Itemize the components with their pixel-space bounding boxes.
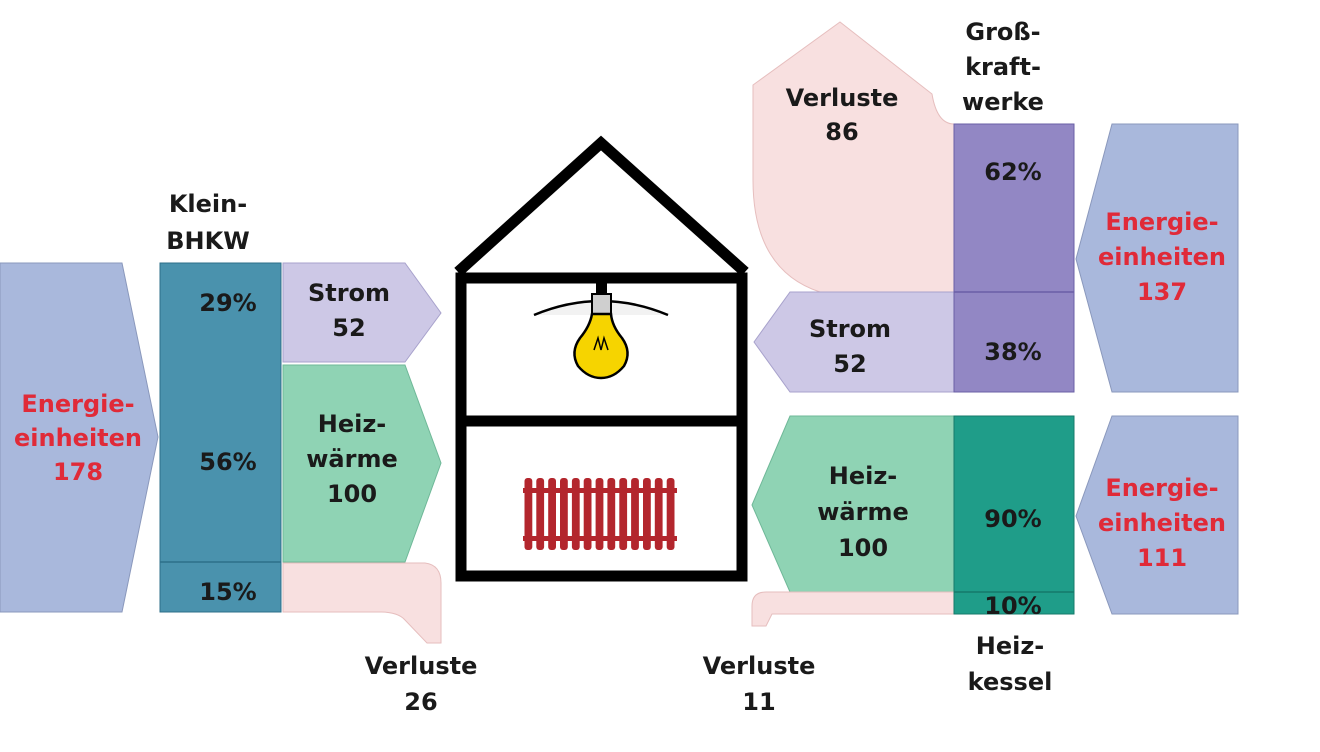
right-bottom-input-value: 111 — [1137, 544, 1187, 572]
right-top-loss-label: Verluste — [786, 84, 899, 112]
heizkessel-label-line2: kessel — [968, 668, 1053, 696]
ceiling-lamp-icon — [533, 280, 669, 380]
heizkessel-block — [953, 415, 1075, 615]
right-strom-label: Strom — [809, 315, 891, 343]
radiator-fin — [536, 478, 545, 550]
right-loss-label: Verluste — [703, 652, 816, 680]
right-top-loss-value: 86 — [825, 118, 858, 146]
right-bottom-input-arrow — [1075, 415, 1239, 615]
left-loss-value: 26 — [404, 688, 437, 716]
bhkw-block — [159, 262, 282, 613]
left-input-value: 178 — [53, 458, 103, 486]
right-heat-value: 100 — [838, 534, 888, 562]
left-strom-value: 52 — [332, 314, 365, 342]
grosskraftwerke-label-line2: kraft- — [965, 53, 1041, 81]
left-heat-label-line1: Heiz- — [318, 410, 387, 438]
grosskraftwerke-label-line1: Groß- — [965, 18, 1040, 46]
left-input-label-line2: einheiten — [14, 424, 142, 452]
left-input-arrow — [0, 262, 159, 613]
bhkw-label-line1: Klein- — [169, 190, 247, 218]
grosskraftwerke-label-line3: werke — [962, 88, 1044, 116]
grosskraftwerke-pct-loss: 62% — [984, 158, 1041, 186]
radiator-icon — [523, 478, 677, 550]
grosskraftwerke-pct-strom: 38% — [984, 338, 1041, 366]
radiator-fin — [595, 478, 604, 550]
left-loss-flow — [282, 562, 442, 644]
radiator-fin — [631, 478, 639, 550]
right-top-loss-flow — [752, 21, 955, 293]
left-input-label-line1: Energie- — [21, 390, 134, 418]
right-heat-label-line1: Heiz- — [829, 462, 898, 490]
right-top-input-arrow — [1075, 123, 1239, 393]
right-bottom-input-label-line2: einheiten — [1098, 509, 1226, 537]
bhkw-pct-loss: 15% — [199, 578, 256, 606]
radiator-fin — [571, 478, 580, 550]
right-loss-value: 11 — [742, 688, 775, 716]
radiator-fin — [654, 478, 663, 550]
grosskraftwerke-block — [953, 123, 1075, 393]
right-heat-label-line2: wärme — [817, 498, 909, 526]
left-strom-arrow — [282, 262, 442, 363]
right-bottom-loss-flow — [751, 591, 955, 627]
left-heat-arrow — [282, 364, 442, 563]
left-heat-label-line2: wärme — [306, 445, 398, 473]
radiator-fin — [666, 478, 675, 550]
radiator-fin — [583, 478, 592, 550]
bhkw-pct-strom: 29% — [199, 289, 256, 317]
right-top-input-value: 137 — [1137, 278, 1187, 306]
radiator-fin — [524, 478, 533, 550]
right-top-input-label-line2: einheiten — [1098, 243, 1226, 271]
bhkw-label-line2: BHKW — [166, 227, 249, 255]
heizkessel-label-line1: Heiz- — [976, 632, 1045, 660]
left-loss-label: Verluste — [365, 652, 478, 680]
left-strom-label: Strom — [308, 279, 390, 307]
radiator-fin — [643, 478, 651, 550]
heizkessel-pct-loss: 10% — [984, 592, 1041, 620]
right-top-input-label-line1: Energie- — [1105, 208, 1218, 236]
radiator-fin — [619, 478, 628, 550]
radiator-fin — [607, 478, 616, 550]
right-bottom-input-label-line1: Energie- — [1105, 474, 1218, 502]
left-heat-value: 100 — [327, 480, 377, 508]
radiator-fin — [548, 478, 556, 550]
radiator-fin — [560, 478, 568, 550]
right-strom-value: 52 — [833, 350, 866, 378]
bhkw-pct-heat: 56% — [199, 448, 256, 476]
heizkessel-pct-heat: 90% — [984, 505, 1041, 533]
